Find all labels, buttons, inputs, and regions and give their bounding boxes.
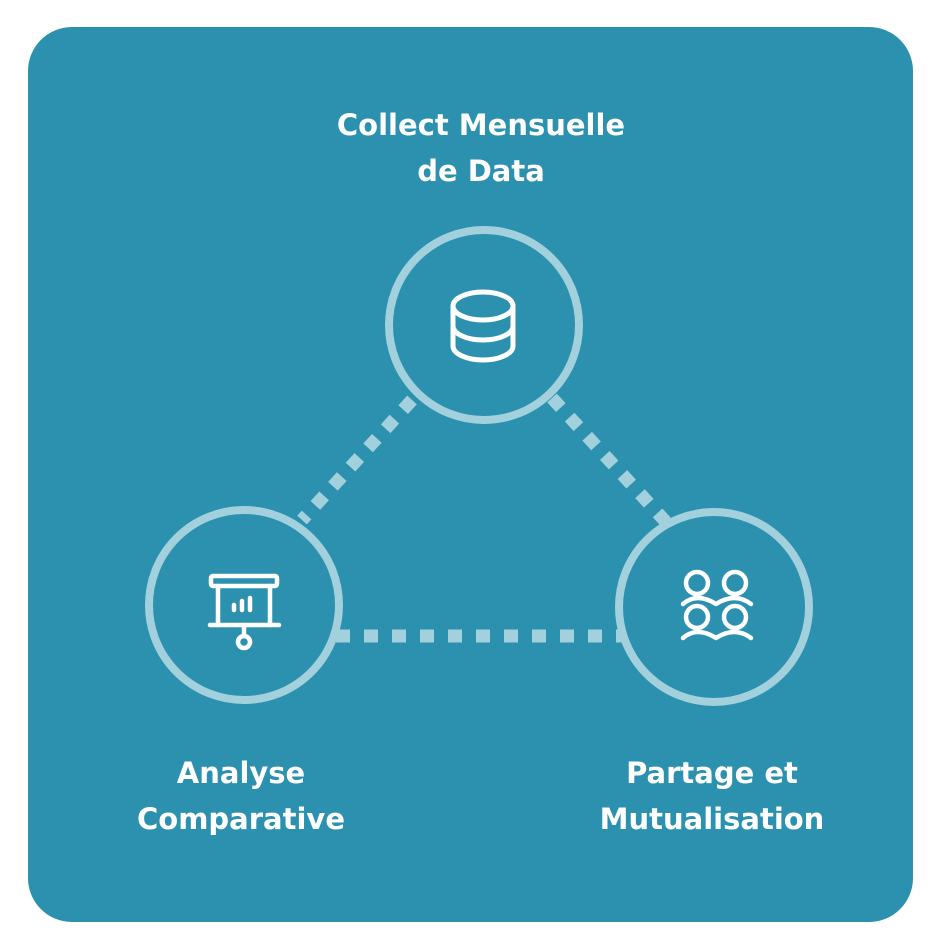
node-label-collect: Collect Mensuelle de Data xyxy=(337,102,625,194)
connector-collect-analyse xyxy=(297,395,417,525)
node-label-collect-line2: de Data xyxy=(417,154,545,188)
node-ring-partage xyxy=(615,508,813,706)
node-label-analyse-line1: Analyse xyxy=(176,756,306,790)
node-label-partage: Partage et Mutualisation xyxy=(600,750,825,842)
node-label-partage-line1: Partage et xyxy=(626,756,798,790)
node-ring-collect xyxy=(385,226,583,424)
users-group-icon xyxy=(680,569,754,641)
node-label-analyse-line2: Comparative xyxy=(137,802,345,836)
diagram-panel xyxy=(28,27,913,922)
connectors xyxy=(297,393,671,643)
node-label-partage-line2: Mutualisation xyxy=(599,802,825,836)
database-icon xyxy=(450,289,516,363)
connector-collect-partage xyxy=(547,393,671,527)
node-label-analyse: Analyse Comparative xyxy=(137,750,345,842)
presentation-chart-icon xyxy=(207,573,282,651)
node-label-collect-line1: Collect Mensuelle xyxy=(336,108,626,142)
